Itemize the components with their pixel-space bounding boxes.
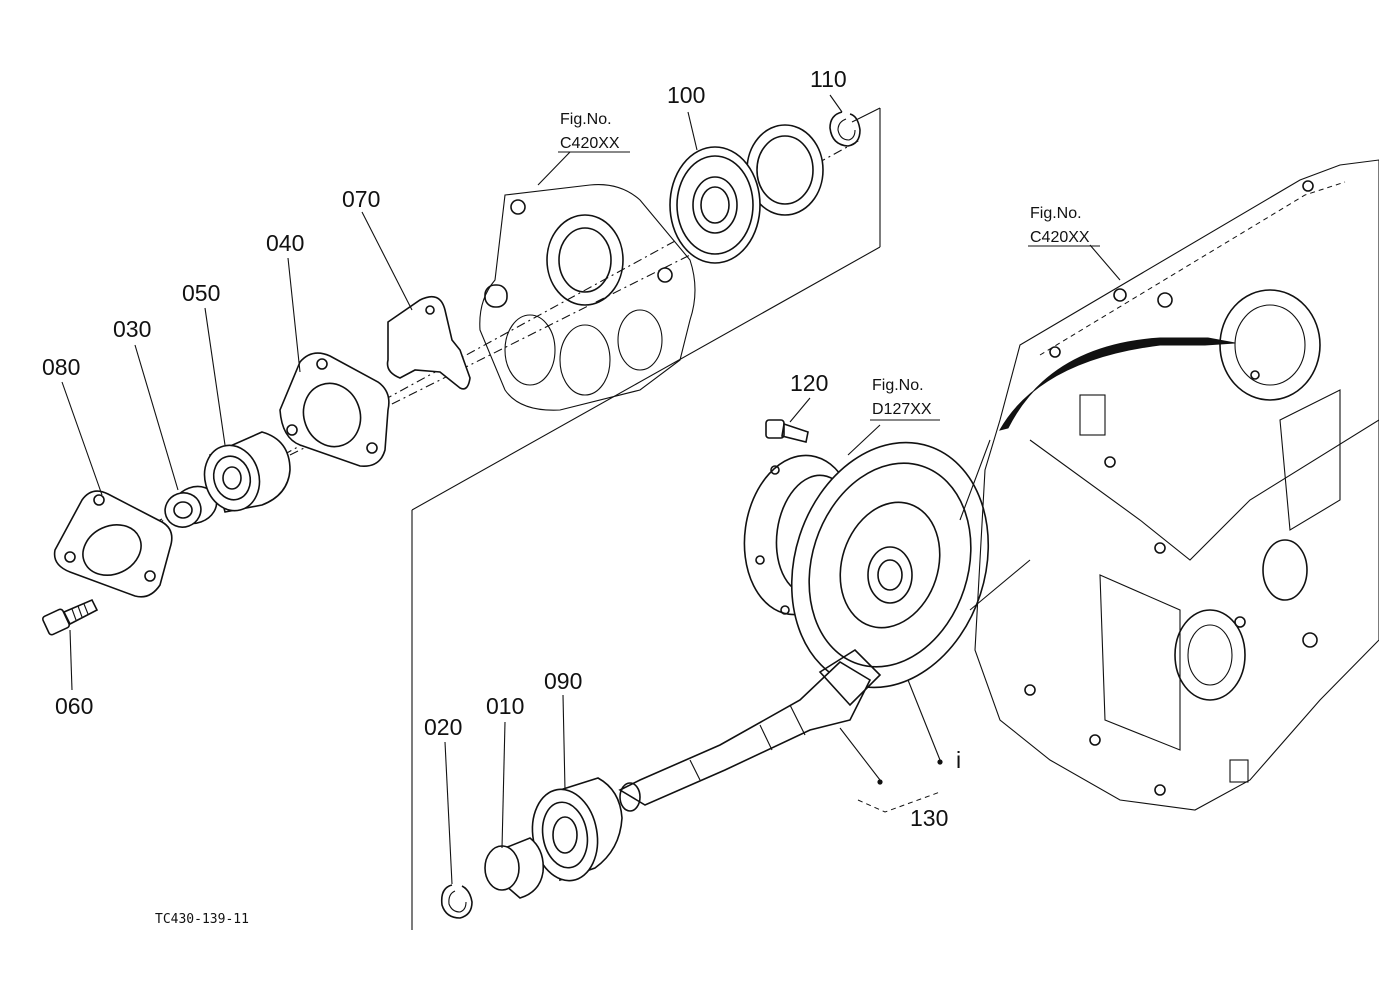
fig-ref-b-line2: C420XX — [1030, 229, 1090, 246]
part-label-120: 120 — [790, 370, 828, 396]
part-030-small-bearing — [164, 485, 218, 528]
part-label-070: 070 — [342, 186, 380, 212]
fig-ref-a-line1: Fig.No. — [560, 111, 612, 128]
marker-i: i — [956, 747, 961, 773]
part-label-090: 090 — [544, 668, 582, 694]
part-120-bolt — [765, 419, 809, 443]
part-080-flange-plate — [53, 490, 173, 598]
fig-ref-a-line2: C420XX — [560, 135, 620, 152]
part-020-snap-ring — [440, 884, 473, 919]
part-040-bearing-holder — [279, 352, 390, 467]
part-090-bearing — [531, 777, 623, 882]
part-label-060: 060 — [55, 693, 93, 719]
insertion-arrow — [959, 337, 1236, 611]
leader-lines — [61, 94, 1121, 885]
fig-ref-c-line1: Fig.No. — [872, 377, 924, 394]
transmission-case-main — [974, 159, 1379, 811]
upper-group-frame — [411, 107, 881, 930]
drawing-code: TC430-139-11 — [155, 912, 249, 927]
part-label-030: 030 — [113, 316, 151, 342]
part-label-110: 110 — [810, 66, 847, 92]
transmission-housing-section — [479, 184, 696, 411]
part-010-collar — [484, 837, 545, 899]
part-110-snap-ring — [829, 111, 861, 147]
part-label-050: 050 — [182, 280, 220, 306]
part-label-040: 040 — [266, 230, 304, 256]
part-050-bearing — [203, 431, 291, 513]
part-100-double-gear — [669, 124, 824, 264]
part-label-130: 130 — [910, 805, 948, 831]
figure-reference-callouts: Fig.No. C420XX Fig.No. C420XX Fig.No. D1… — [558, 111, 1100, 421]
fig-ref-b-line1: Fig.No. — [1030, 205, 1082, 222]
part-070-lock-plate — [386, 295, 471, 390]
part-label-020: 020 — [424, 714, 462, 740]
part-number-labels: 080 030 050 040 070 060 020 010 090 100 … — [42, 66, 948, 831]
part-label-010: 010 — [486, 693, 524, 719]
fig-ref-c-line2: D127XX — [872, 401, 932, 418]
part-label-080: 080 — [42, 354, 80, 380]
part-060-bolt — [41, 598, 99, 636]
part-130-pinion-shaft — [618, 648, 882, 812]
part-label-100: 100 — [667, 82, 705, 108]
